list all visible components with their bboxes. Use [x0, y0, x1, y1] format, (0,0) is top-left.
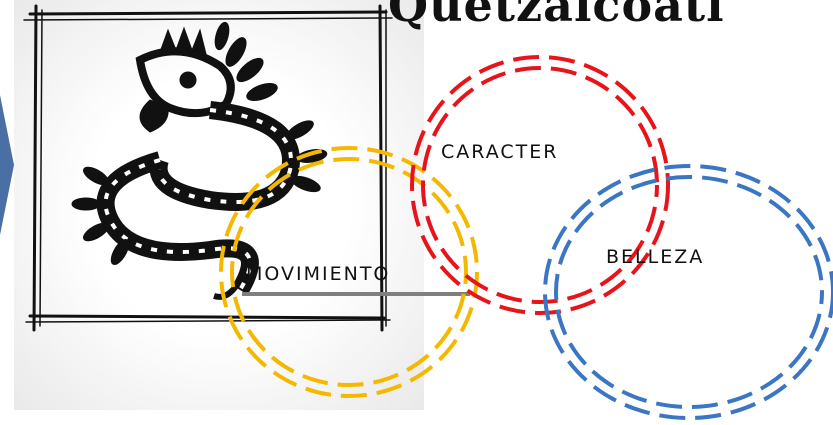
- circle-caracter: [412, 57, 668, 313]
- serpent-glyph: [72, 21, 328, 297]
- label-movimiento: MOVIMIENTO: [246, 263, 390, 285]
- title: Quetzalcoatl: [388, 0, 725, 32]
- label-belleza: BELLEZA: [606, 246, 704, 268]
- label-caracter: CARACTER: [441, 141, 558, 163]
